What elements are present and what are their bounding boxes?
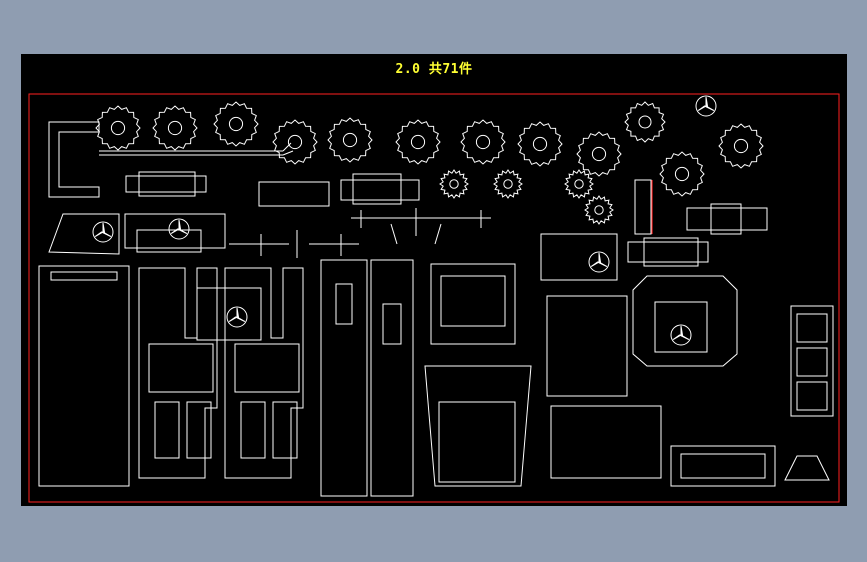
gear-icon bbox=[272, 119, 318, 165]
gear-icon bbox=[659, 151, 705, 197]
sheet-title: 2.0 共71件 bbox=[395, 62, 473, 77]
gear-hub bbox=[674, 166, 690, 182]
long-rail-1 bbox=[320, 259, 368, 497]
gear-hub bbox=[167, 120, 183, 136]
gear-icon bbox=[493, 169, 523, 199]
chassis-frame-a bbox=[138, 267, 218, 479]
cad-viewport[interactable]: 2.0 共71件 bbox=[21, 54, 847, 506]
chassis-rail-left bbox=[38, 265, 130, 487]
gear-hub bbox=[503, 179, 513, 189]
side-panel bbox=[48, 213, 120, 255]
gear-hub bbox=[532, 136, 548, 152]
gear-hub bbox=[591, 146, 607, 162]
gear-icon bbox=[152, 105, 198, 151]
gear-hub bbox=[475, 134, 491, 150]
gear-hub bbox=[733, 138, 749, 154]
c-rail-part bbox=[48, 121, 100, 198]
grille-part bbox=[632, 275, 738, 367]
gear-hub bbox=[287, 134, 303, 150]
gear-hub bbox=[410, 134, 426, 150]
gear-icon bbox=[439, 169, 469, 199]
gear-icon bbox=[327, 117, 373, 163]
gear-hub bbox=[594, 205, 604, 215]
gear-hub bbox=[638, 115, 652, 129]
gear-hub bbox=[449, 179, 459, 189]
gear-icon-group bbox=[95, 101, 764, 225]
gear-icon bbox=[624, 101, 666, 143]
gear-icon bbox=[395, 119, 441, 165]
gear-icon bbox=[517, 121, 563, 167]
gear-icon bbox=[576, 131, 622, 177]
sheet-border bbox=[28, 93, 840, 503]
gear-icon bbox=[213, 101, 259, 147]
parts-drawing bbox=[28, 93, 840, 503]
gear-icon bbox=[584, 195, 614, 225]
gear-hub bbox=[342, 132, 358, 148]
gear-icon bbox=[564, 169, 594, 199]
engine-block bbox=[430, 263, 516, 345]
gear-hub bbox=[574, 179, 584, 189]
logo-star-icon bbox=[92, 221, 114, 243]
gear-icon bbox=[460, 119, 506, 165]
window-frame bbox=[790, 305, 834, 417]
gear-icon bbox=[718, 123, 764, 169]
gear-hub bbox=[228, 116, 244, 132]
gear-hub bbox=[110, 120, 126, 136]
gear-icon bbox=[95, 105, 141, 151]
